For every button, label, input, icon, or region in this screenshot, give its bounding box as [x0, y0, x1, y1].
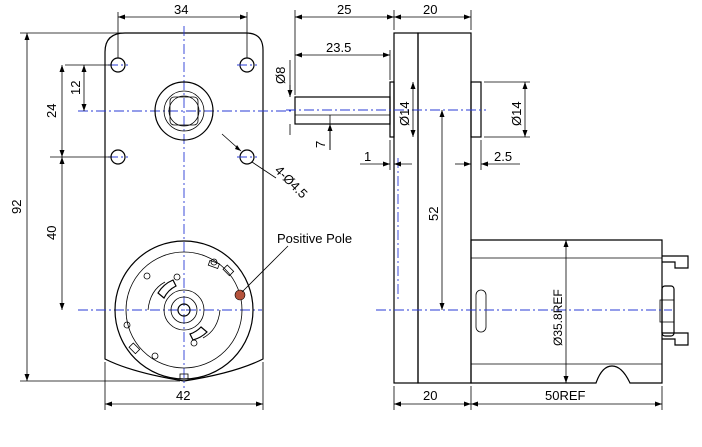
- dim-front-motor-distance: 40: [44, 226, 59, 240]
- dim-front-height: 92: [9, 200, 24, 214]
- dim-front-width-top: 34: [174, 2, 188, 17]
- front-body-outline: [104, 32, 264, 382]
- dim-shaft-diameter: Ø8: [273, 67, 288, 84]
- gearbox-rear-plate: [417, 32, 472, 384]
- dim-side-gear-thickness: 20: [423, 2, 437, 17]
- output-shaft: [294, 96, 391, 125]
- dim-motor-length: 50REF: [545, 388, 586, 403]
- dim-shaft-flat: 7: [313, 141, 328, 148]
- side-view: 25 20 23.5 Ø8 7 Ø14 Ø14 1: [273, 2, 689, 410]
- positive-pole-label: Positive Pole: [277, 231, 352, 246]
- output-boss-inner: [168, 95, 200, 127]
- motor-body: [470, 239, 663, 384]
- dim-shaft-to-motor: 52: [426, 207, 441, 221]
- dim-boss-diameter-right: Ø14: [509, 101, 524, 126]
- dim-side-gear-length: 25: [337, 2, 351, 17]
- dim-boss-protrusion: 1: [364, 149, 371, 164]
- dim-boss-diameter-left: Ø14: [397, 101, 412, 126]
- output-boss-mid: [163, 90, 205, 132]
- dim-side-bottom-thickness: 20: [423, 388, 437, 403]
- positive-pole-marker: [234, 289, 246, 301]
- dim-front-width-bottom: 42: [176, 388, 190, 403]
- output-boss-outer: [154, 81, 214, 141]
- dim-mount-holes: 4-Ø4.5: [272, 163, 311, 202]
- front-view: 34 92 12 24 40 42 4-Ø4.5 Positive Pole: [9, 2, 352, 410]
- dim-shaft-length: 23.5: [326, 40, 351, 55]
- dim-motor-diameter: Ø35.8REF: [551, 289, 565, 346]
- dim-front-hole-offset: 12: [68, 81, 83, 95]
- left-boss: [389, 81, 395, 138]
- dim-boss-protrusion-right: 2.5: [494, 149, 512, 164]
- right-boss: [470, 81, 482, 138]
- motor-face: [114, 240, 254, 380]
- dim-front-hole-spacing: 24: [44, 104, 59, 118]
